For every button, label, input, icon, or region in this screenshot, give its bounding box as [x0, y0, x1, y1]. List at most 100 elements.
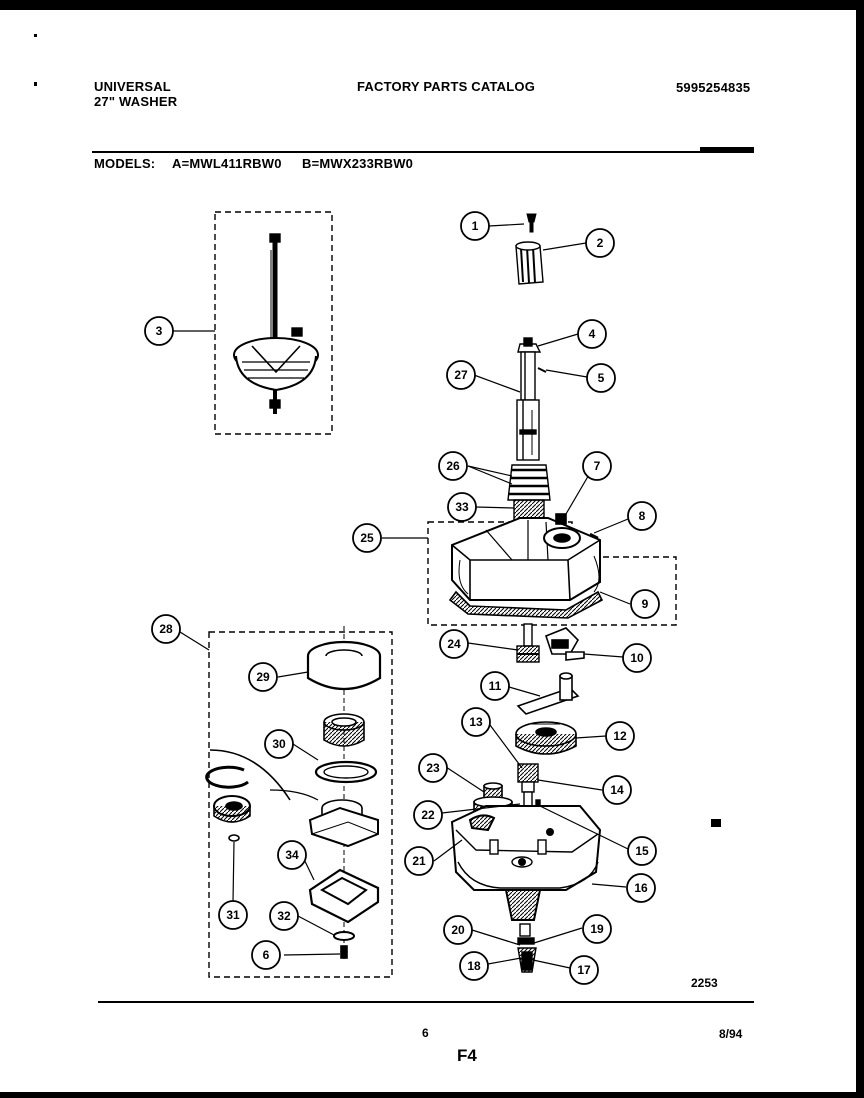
- gear-case-icon: [450, 805, 721, 921]
- callout-label: 13: [469, 715, 483, 729]
- callout-label: 20: [451, 923, 465, 937]
- assembly-25-box: [427, 521, 677, 626]
- crank-arm-icon: [516, 672, 580, 715]
- callout-31: 31: [218, 900, 248, 930]
- callout-label: 2: [597, 236, 604, 250]
- callout-label: 34: [285, 848, 299, 862]
- callout-12: 12: [605, 721, 635, 751]
- callout-label: 14: [610, 783, 624, 797]
- nut-sleeve-icon: [515, 241, 544, 285]
- callout-label: 4: [589, 327, 596, 341]
- callout-17: 17: [569, 955, 599, 985]
- callout-label: 21: [412, 854, 426, 868]
- callout-25: 25: [352, 523, 382, 553]
- revision-date: 8/94: [719, 1027, 743, 1041]
- scan-speck: [34, 82, 37, 86]
- callout-21: 21: [404, 846, 434, 876]
- agitate-shaft-icon: [507, 337, 551, 521]
- callout-label: 9: [642, 597, 649, 611]
- models-label: MODELS:: [94, 156, 156, 171]
- callout-label: 5: [598, 371, 605, 385]
- callout-32: 32: [269, 901, 299, 931]
- callout-3: 3: [144, 316, 174, 346]
- callout-6: 6: [251, 940, 281, 970]
- product-label: 27" WASHER: [94, 94, 178, 109]
- callout-label: 23: [426, 761, 440, 775]
- model-b: B=MWX233RBW0: [302, 156, 414, 171]
- callout-15: 15: [627, 836, 657, 866]
- header-rule: [92, 151, 754, 153]
- callout-29: 29: [248, 662, 278, 692]
- callout-1: 1: [460, 211, 490, 241]
- callout-label: 6: [263, 948, 270, 962]
- callout-label: 1: [472, 219, 479, 233]
- callout-26: 26: [438, 451, 468, 481]
- callout-10: 10: [622, 643, 652, 673]
- scan-edge-top: [0, 0, 864, 10]
- callout-9: 9: [630, 589, 660, 619]
- header-rule-accent: [700, 147, 754, 152]
- model-a: A=MWL411RBW0: [172, 156, 282, 171]
- leader-lines: [173, 223, 631, 969]
- callout-label: 29: [256, 670, 270, 684]
- callout-27: 27: [446, 360, 476, 390]
- callout-label: 22: [421, 808, 435, 822]
- callout-4: 4: [577, 319, 607, 349]
- callout-8: 8: [627, 501, 657, 531]
- scan-speck: [34, 34, 37, 37]
- callout-34: 34: [277, 840, 307, 870]
- callout-13: 13: [461, 707, 491, 737]
- callout-5: 5: [586, 363, 616, 393]
- callout-label: 32: [277, 909, 291, 923]
- callout-label: 10: [630, 651, 644, 665]
- callout-22: 22: [413, 800, 443, 830]
- callout-16: 16: [626, 873, 656, 903]
- callout-30: 30: [264, 729, 294, 759]
- callout-label: 19: [590, 922, 604, 936]
- figure-label: F4: [457, 1046, 477, 1065]
- assembly-28-box: [208, 631, 393, 978]
- callout-label: 15: [635, 844, 649, 858]
- catalog-number: 5995254835: [676, 80, 751, 95]
- callout-14: 14: [602, 775, 632, 805]
- shift-lever-icon: [545, 627, 585, 661]
- callout-label: 25: [360, 531, 374, 545]
- callout-label: 30: [272, 737, 286, 751]
- callout-label: 16: [634, 881, 648, 895]
- callout-11: 11: [480, 671, 510, 701]
- pinion-gear-icon: [516, 623, 540, 663]
- callout-19: 19: [582, 914, 612, 944]
- page-number: 6: [422, 1026, 429, 1040]
- callout-2: 2: [585, 228, 615, 258]
- footer-rule: [98, 1001, 754, 1003]
- callout-24: 24: [439, 629, 469, 659]
- callout-label: 11: [489, 679, 502, 693]
- callout-20: 20: [443, 915, 473, 945]
- scan-edge-right: [856, 0, 864, 1098]
- callout-label: 7: [594, 459, 601, 473]
- callout-label: 8: [639, 509, 646, 523]
- callout-label: 33: [455, 500, 469, 514]
- scan-edge-bottom: [0, 1092, 864, 1098]
- brand-label: UNIVERSAL: [94, 79, 171, 94]
- callout-label: 17: [577, 963, 591, 977]
- callout-18: 18: [459, 951, 489, 981]
- callout-label: 26: [446, 459, 460, 473]
- callout-33: 33: [447, 492, 477, 522]
- callout-label: 31: [226, 908, 240, 922]
- callout-label: 18: [467, 959, 481, 973]
- bearing-seal-kit-icon: [205, 626, 382, 960]
- callout-label: 28: [159, 622, 173, 636]
- gear-case-cover-icon: [448, 513, 604, 619]
- main-drive-gear-icon: [515, 721, 577, 755]
- bottom-seal-parts-icon: [517, 923, 537, 973]
- callout-label: 12: [613, 729, 627, 743]
- callout-23: 23: [418, 753, 448, 783]
- callout-28: 28: [151, 614, 181, 644]
- catalog-title: FACTORY PARTS CATALOG: [357, 79, 536, 94]
- cap-screw-icon: [526, 213, 537, 233]
- callout-7: 7: [582, 451, 612, 481]
